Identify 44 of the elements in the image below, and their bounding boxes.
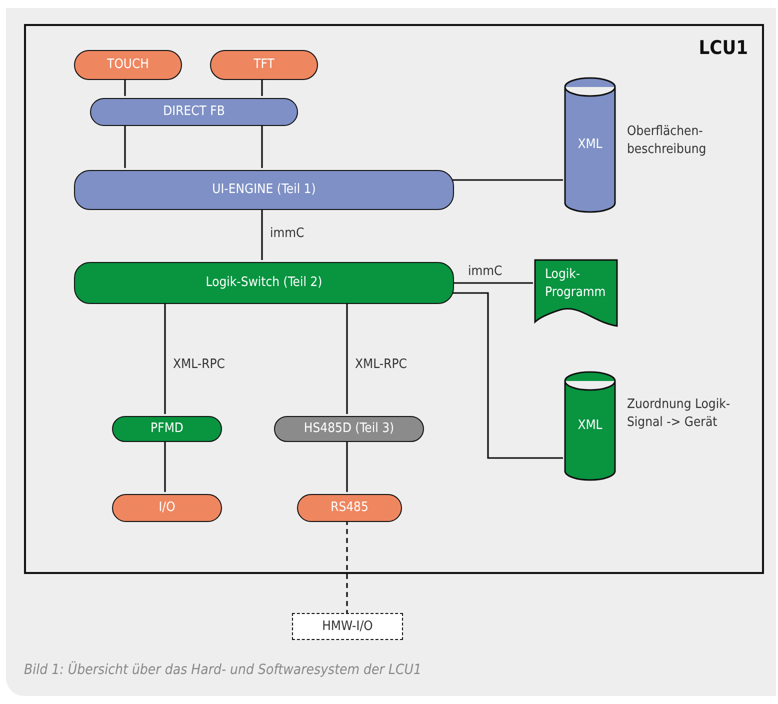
connector [261, 208, 263, 260]
connector [261, 78, 263, 96]
process-box [74, 262, 454, 304]
node-label: Logik-Switch (Teil 2) [206, 274, 322, 292]
document-shape [535, 260, 617, 326]
node-label: PFMD [150, 420, 184, 438]
process-box [112, 416, 222, 442]
connector [452, 282, 533, 284]
node-label: HS485D (Teil 3) [304, 420, 394, 438]
node-label: RS485 [330, 499, 368, 517]
external-module-box [292, 613, 403, 640]
node-label: XML [578, 136, 602, 154]
process-box [274, 416, 424, 442]
hardware-box [74, 50, 182, 80]
node-label: I/O [158, 499, 176, 517]
node-label: TFT [254, 56, 274, 74]
annotation: Oberflächen- beschreibung [627, 123, 708, 158]
system-frame [24, 24, 764, 574]
hardware-box [297, 494, 402, 522]
node-label: DIRECT FB [163, 103, 225, 121]
software-box [90, 98, 298, 126]
connector [346, 440, 348, 492]
connector [346, 302, 348, 414]
node-label: HMW-I/O [322, 618, 373, 636]
connector [124, 78, 126, 96]
connector [164, 302, 166, 414]
software-box [74, 170, 454, 210]
connector [261, 124, 263, 168]
node-label: TOUCH [107, 56, 149, 74]
hardware-box [210, 50, 318, 80]
dashed-connector [346, 520, 348, 613]
connector [452, 292, 563, 459]
connector [164, 440, 166, 492]
hardware-box [112, 494, 222, 522]
system-title: LCU1 [698, 36, 748, 61]
database-cylinder [565, 372, 615, 480]
node-label: XML [578, 417, 602, 435]
node-label: UI-ENGINE (Teil 1) [212, 181, 316, 199]
connector [124, 124, 126, 168]
node-label: Logik- Programm [545, 266, 607, 302]
database-cylinder [565, 78, 615, 212]
annotation: Zuordnung Logik-Signal -> Gerät [627, 396, 732, 432]
connector [452, 179, 563, 181]
caption: Bild 1: Übersicht über das Hard- und Softwaresystem der LCU1 [24, 662, 422, 678]
